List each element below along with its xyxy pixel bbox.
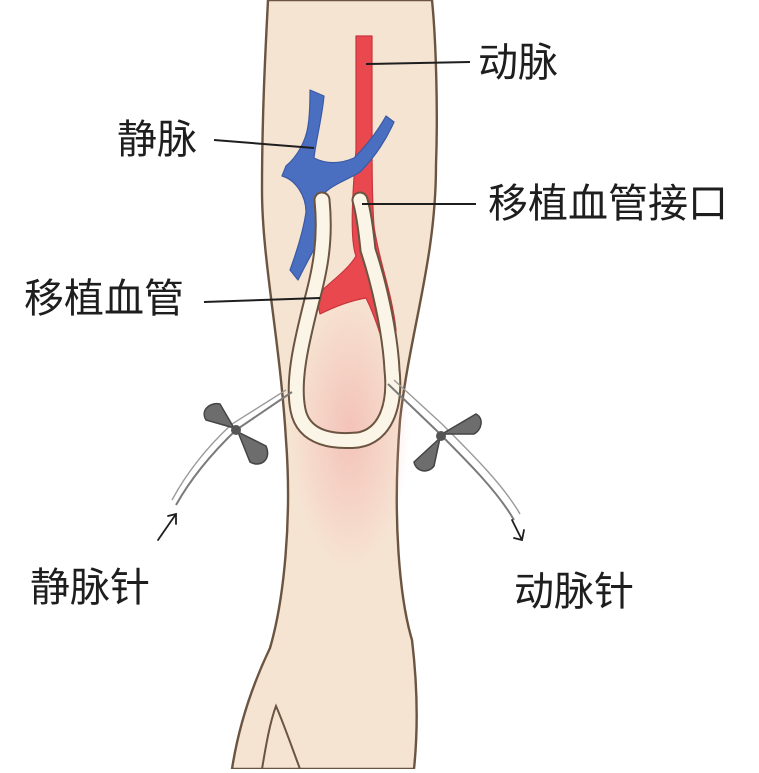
graft-loop-fill xyxy=(289,193,400,448)
arterial-needle-tube-inner xyxy=(393,379,521,515)
graft-leader-line xyxy=(203,297,321,303)
label-graft: 移植血管 xyxy=(24,276,184,322)
label-vein: 静脉 xyxy=(117,117,197,163)
arterial-flow-arrow xyxy=(511,519,525,542)
venous-needle-tube xyxy=(175,391,293,506)
venous-needle-butterfly xyxy=(203,402,269,465)
arterial-needle-butterfly xyxy=(413,413,482,472)
venous-flow-arrow xyxy=(157,512,177,541)
artery-leader-line xyxy=(365,61,471,65)
label-arterial-needle: 动脉针 xyxy=(514,569,634,615)
label-graft-junction: 移植血管接口 xyxy=(488,181,728,227)
vein-leader-line xyxy=(213,139,315,149)
label-venous-needle: 静脉针 xyxy=(30,565,150,611)
vessel-glow xyxy=(290,290,410,570)
thumb-crease xyxy=(261,703,301,770)
label-artery: 动脉 xyxy=(478,40,558,86)
